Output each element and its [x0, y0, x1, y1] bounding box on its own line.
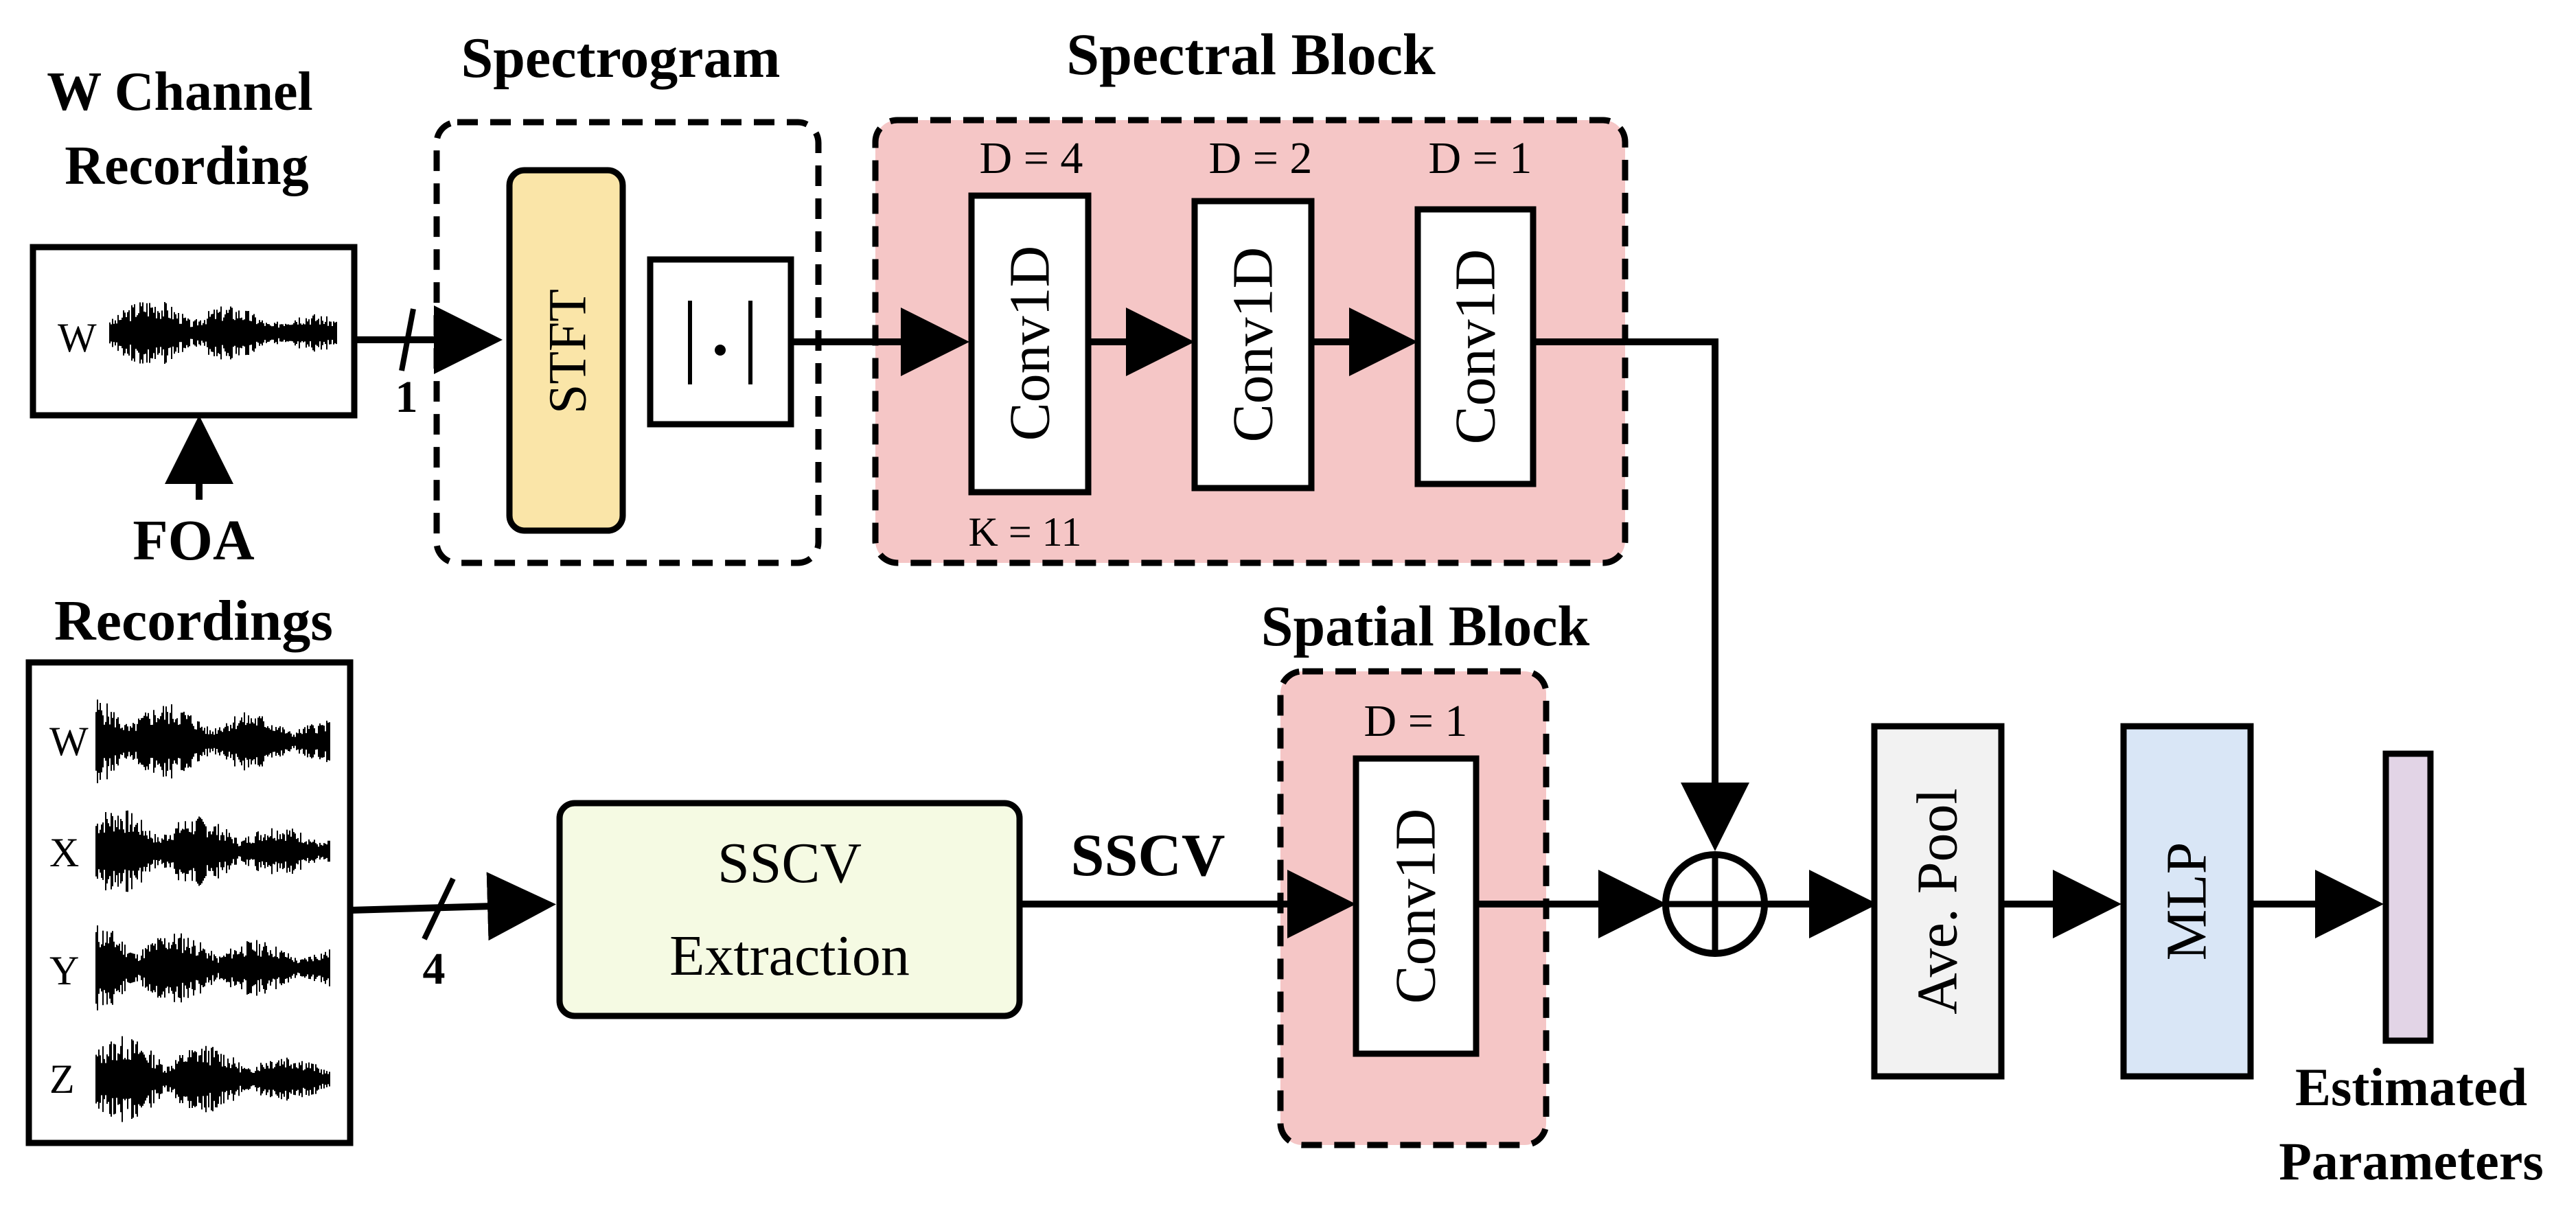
spectral-dilation-1: D = 4 [980, 133, 1083, 183]
foa-waveform-y [95, 925, 330, 1010]
w-channel-title-line2: Recording [65, 136, 309, 196]
spatial-conv-label: Conv1D [1384, 809, 1448, 1004]
foa-channel-x: X [49, 830, 79, 875]
spectral-conv-2-label: Conv1D [1221, 247, 1285, 443]
w-channel-waveform [109, 302, 337, 364]
count-slash-top [399, 308, 416, 371]
average-pool-block [1871, 723, 2005, 1080]
spectral-dilation-2: D = 2 [1209, 133, 1313, 183]
count-label-top: 1 [395, 372, 418, 422]
w-channel-waveform-path [109, 302, 337, 364]
mlp-block [2120, 723, 2254, 1080]
foa-channel-w: W [49, 719, 89, 764]
kernel-size-label: K = 11 [969, 509, 1082, 555]
spectral-dilation-3: D = 1 [1429, 133, 1532, 183]
mlp-label: MLP [2155, 842, 2219, 961]
spectral-conv-2 [1191, 198, 1315, 491]
estimated-parameters-title: Estimated [2295, 1057, 2527, 1117]
spectral-conv-1-label: Conv1D [998, 246, 1062, 441]
w-channel-title: W Channel [47, 62, 313, 122]
foa-channel-z: Z [49, 1056, 75, 1102]
foa-waveforms [95, 699, 330, 1122]
stft-block [506, 167, 626, 534]
foa-title-line2: Recordings [54, 589, 333, 653]
foa-waveform-x [95, 810, 330, 892]
spectral-to-sum-arrow [1533, 338, 1749, 851]
sscv-extraction-block [556, 800, 1023, 1019]
estimated-parameters-title-line2: Parameters [2279, 1131, 2543, 1191]
average-pool-label: Ave. Pool [1906, 788, 1970, 1015]
spectrogram-title: Spectrogram [461, 26, 781, 90]
estimated-parameters-block [2382, 750, 2434, 1044]
spatial-dilation: D = 1 [1364, 696, 1468, 746]
count-label-bottom: 4 [423, 944, 446, 994]
spatial-block-title: Spatial Block [1261, 594, 1590, 658]
stft-label: STFT [538, 289, 597, 414]
magnitude-block [647, 256, 794, 428]
w-channel-letter: W [58, 315, 97, 360]
count-slash-bottom [422, 877, 456, 940]
foa-channel-y: Y [49, 948, 79, 993]
foa-waveform-z [95, 1036, 330, 1122]
spectral-conv-3-label: Conv1D [1444, 249, 1508, 445]
magnitude-dot [715, 345, 726, 356]
spectral-block-title: Spectral Block [1066, 21, 1436, 87]
sscv-extraction-label-1: SSCV [717, 831, 862, 895]
foa-title: FOA [133, 509, 255, 572]
foa-to-sscv-arrow [349, 872, 556, 941]
sscv-extraction-label-2: Extraction [669, 924, 910, 988]
foa-waveform-w [95, 699, 330, 783]
sscv-arrow-label: SSCV [1071, 822, 1226, 889]
sum-operator-icon [1662, 851, 1768, 957]
spectral-conv-3 [1414, 206, 1537, 487]
